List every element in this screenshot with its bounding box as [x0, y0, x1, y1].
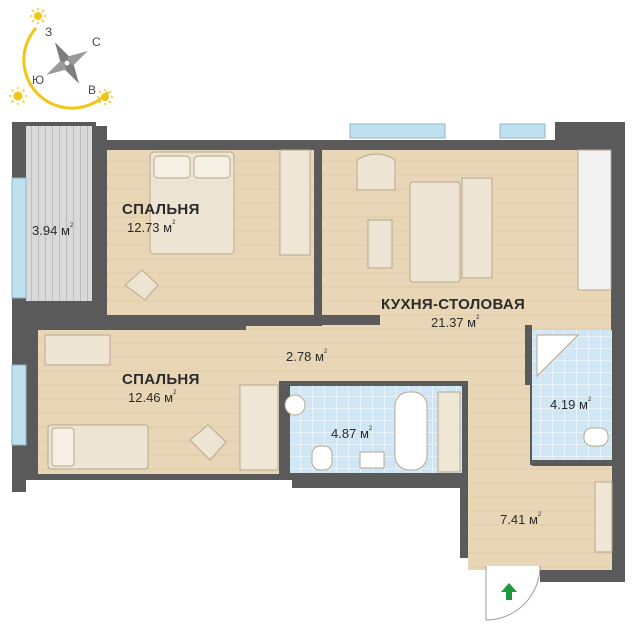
sofa — [409, 181, 461, 283]
toilet-bowl-2 — [583, 427, 609, 447]
sun-icon — [9, 87, 27, 105]
chair-1 — [124, 269, 159, 301]
furniture — [44, 149, 613, 553]
compass-west-label: З — [45, 25, 53, 39]
sun-path-arc — [22, 27, 110, 110]
bathroom-area: 4.87 м2 — [331, 426, 373, 441]
wardrobe-2 — [239, 384, 279, 471]
hall-shelf — [594, 481, 613, 553]
window-bedroom2 — [11, 364, 27, 446]
wardrobe-1 — [279, 149, 311, 256]
shower — [536, 334, 580, 378]
corridor-floor — [246, 326, 380, 381]
chair-2 — [189, 424, 227, 461]
sun-icon — [97, 89, 113, 105]
bedroom1-name: СПАЛЬНЯ — [122, 201, 200, 218]
sun-icon — [30, 8, 46, 24]
bedroom2-area: 12.46 м2 — [128, 390, 177, 405]
dining-table — [461, 177, 493, 279]
compass-east-label: В — [88, 83, 97, 97]
kitchen-name: КУХНЯ-СТОЛОВАЯ — [381, 296, 526, 313]
sink — [359, 451, 385, 469]
hall-wardrobe — [437, 391, 461, 473]
compass-rose-icon — [46, 42, 88, 84]
hall-area: 7.41 м2 — [500, 512, 542, 527]
armchair — [356, 153, 396, 191]
compass-south-label: Ю — [32, 73, 45, 87]
compass — [9, 8, 113, 110]
bathtub — [394, 391, 428, 471]
desk — [44, 334, 111, 366]
bedroom2-name: СПАЛЬНЯ — [122, 371, 200, 388]
corridor-area: 2.78 м2 — [286, 349, 328, 364]
toilet-area: 4.19 м2 — [550, 397, 592, 412]
balcony-area: 3.94 м2 — [32, 223, 74, 238]
balcony-floor — [26, 126, 92, 301]
kitchen-counter — [577, 149, 612, 291]
window-balcony — [11, 177, 27, 299]
bedroom1-area: 12.73 м2 — [127, 220, 176, 235]
window-kitchen-2 — [499, 123, 546, 139]
entrance-arrow-icon — [501, 583, 517, 600]
window-kitchen-1 — [349, 123, 446, 139]
toilet-bowl — [311, 445, 333, 471]
entrance[interactable] — [485, 565, 541, 621]
compass-north-label: С — [92, 35, 101, 49]
hall-lower-floor — [468, 465, 612, 570]
kitchen-area: 21.37 м2 — [431, 315, 480, 330]
windows — [11, 123, 546, 446]
washing-machine — [284, 394, 306, 416]
coffee-table — [367, 219, 393, 269]
